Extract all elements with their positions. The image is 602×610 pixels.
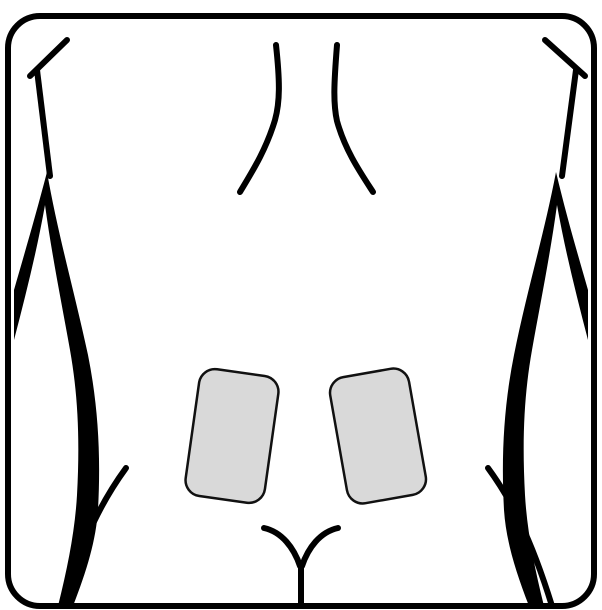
left-electrode-pad (183, 367, 280, 505)
